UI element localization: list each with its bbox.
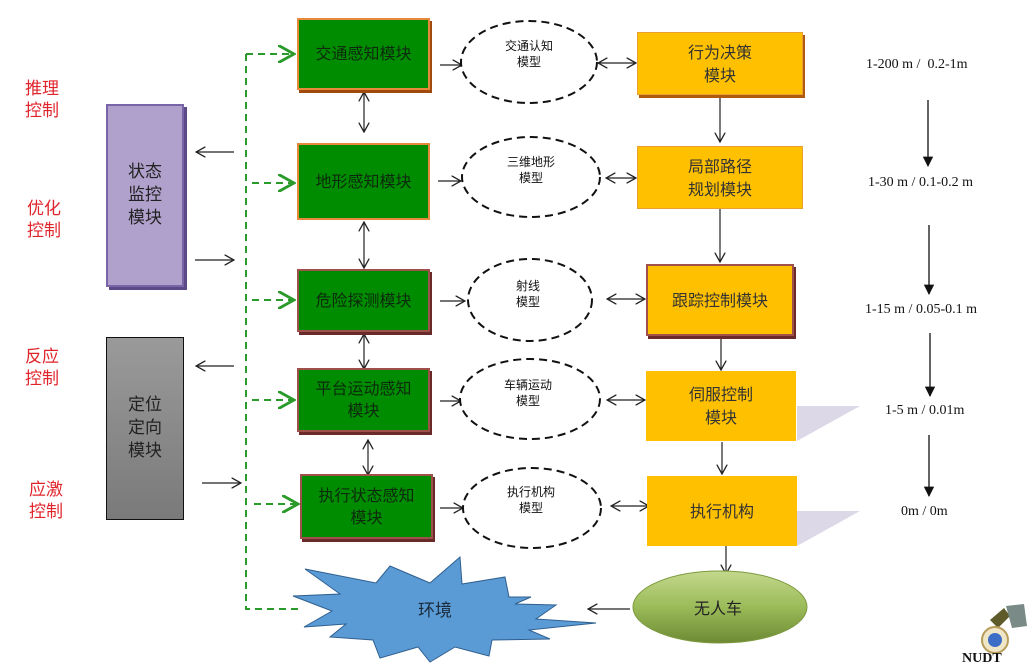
perception-module-terrain[interactable]: 地形感知模块 [297,143,430,220]
control-module-label: 行为决策 模块 [687,42,752,85]
perception-module-platform-motion[interactable]: 平台运动感知 模块 [297,368,430,432]
vehicle-label: 无人车 [694,599,743,618]
control-module-actuator[interactable]: 执行机构 [647,476,797,546]
environment-label: 环境 [418,601,452,621]
shadow-actuator [797,511,860,546]
perception-module-label: 危险探测模块 [315,290,412,310]
model-ellipse-traffic [460,20,598,104]
control-module-tracking[interactable]: 跟踪控制模块 [646,264,794,336]
nudt-logo [981,604,1027,654]
perception-module-traffic[interactable]: 交通感知模块 [297,18,430,90]
shadow-servo [797,406,860,441]
control-level-optimization: 优化 控制 [27,199,61,241]
feedback-bus [245,54,300,610]
model-ellipse-ray [467,258,593,342]
feedback-bus-trunk [245,54,300,610]
perception-module-danger[interactable]: 危险探测模块 [297,269,430,332]
status-monitor-module[interactable]: 状态 监控 模块 [106,104,184,287]
perception-module-label: 地形感知模块 [315,171,412,191]
environment-starburst [292,555,597,663]
model-label-vehicle-motion: 车辆运动 模型 [503,378,552,408]
range-label-1: 1-200 m / 0.2-1m [866,57,968,72]
model-label-traffic: 交通认知 模型 [504,39,553,69]
perception-module-label: 平台运动感知 模块 [315,379,412,420]
vehicle-ellipse [632,570,808,644]
range-label-3: 1-15 m / 0.05-0.1 m [865,302,977,317]
control-module-label: 局部路径 规划模块 [687,156,752,199]
control-module-label: 跟踪控制模块 [671,290,768,310]
control-module-label: 执行机构 [689,501,754,521]
perception-module-label: 执行状态感知 模块 [318,485,415,527]
model-label-terrain: 三维地形 模型 [506,155,555,185]
model-label-actuator: 执行机构 模型 [506,485,555,515]
perception-module-label: 交通感知模块 [315,44,412,63]
control-level-reactive: 反应 控制 [25,347,59,389]
logo-text: NUDT [962,651,1002,666]
model-ellipse-vehicle-motion [459,358,601,440]
model-label-ray: 射线 模型 [515,279,540,309]
positioning-label: 定位 定向 模块 [128,395,162,461]
status-monitor-label: 状态 监控 模块 [128,162,162,228]
perception-module-actuator-state[interactable]: 执行状态感知 模块 [300,474,433,539]
control-level-emergency: 应激 控制 [29,480,63,522]
range-label-4: 1-5 m / 0.01m [885,403,965,418]
range-label-2: 1-30 m / 0.1-0.2 m [868,175,973,190]
model-ellipse-terrain [461,136,601,218]
control-module-label: 伺服控制 模块 [688,385,753,427]
positioning-module[interactable]: 定位 定向 模块 [106,337,184,520]
control-module-behavior-decision[interactable]: 行为决策 模块 [637,32,803,95]
model-ellipse-actuator [462,467,602,549]
range-label-5: 0m / 0m [901,504,948,519]
control-module-local-path-planning[interactable]: 局部路径 规划模块 [637,146,803,209]
control-module-servo[interactable]: 伺服控制 模块 [646,371,796,441]
control-level-reasoning: 推理 控制 [25,79,59,121]
